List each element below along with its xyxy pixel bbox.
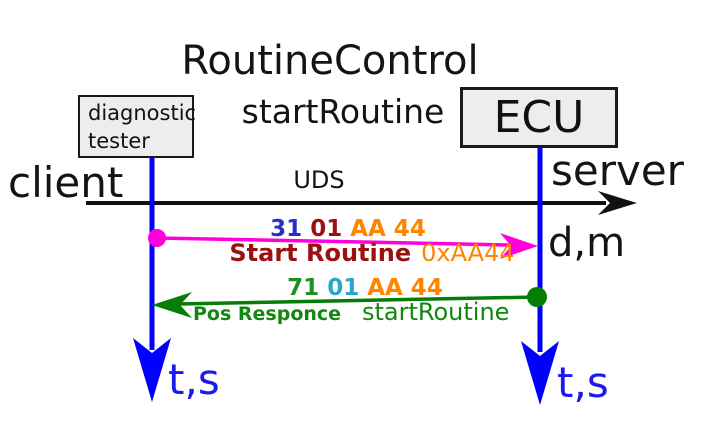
request-label: Start Routine 0xAA44: [229, 239, 514, 267]
response-routine-name: startRoutine: [362, 298, 510, 326]
response-arrow-line: [177, 295, 538, 306]
request-routine-id: AA 44: [350, 216, 426, 242]
tester-box-line2: tester: [88, 129, 150, 153]
response-bytes: 71 01 AA 44: [287, 275, 443, 301]
request-bytes: 31 01 AA 44: [270, 216, 426, 242]
client-role-label: client: [8, 158, 124, 207]
response-arrowhead: [152, 292, 192, 318]
diagram-subtitle: startRoutine: [241, 92, 445, 131]
ecu-box-label: ECU: [493, 92, 585, 143]
response-label: Pos Responce: [193, 303, 342, 325]
request-arrowhead: [500, 233, 538, 259]
response-sid: 71: [287, 275, 320, 301]
request-routine-hex: 0xAA44: [421, 239, 515, 267]
server-time-axis-label: t,s: [557, 358, 609, 407]
server-time-arrowhead: [521, 341, 559, 405]
client-time-axis-label: t,s: [168, 355, 220, 404]
uds-protocol-label: UDS: [293, 166, 345, 194]
request-arrow-line: [156, 236, 513, 247]
request-label-text: Start Routine: [229, 239, 412, 267]
uds-axis-arrowhead: [598, 191, 637, 215]
response-subfunction: 01: [327, 275, 360, 301]
data-message-label: d,m: [548, 220, 626, 266]
response-routine-id: AA 44: [367, 275, 443, 301]
ecu-box: ECU: [460, 87, 618, 148]
tester-box-line1: diagnostic: [88, 101, 197, 125]
diagnostic-tester-box: diagnostic tester: [78, 95, 197, 158]
client-time-arrowhead: [133, 338, 171, 402]
request-sid: 31: [270, 216, 303, 242]
server-role-label: server: [551, 146, 684, 195]
diagram-title: RoutineControl: [181, 38, 479, 84]
request-subfunction: 01: [310, 216, 343, 242]
